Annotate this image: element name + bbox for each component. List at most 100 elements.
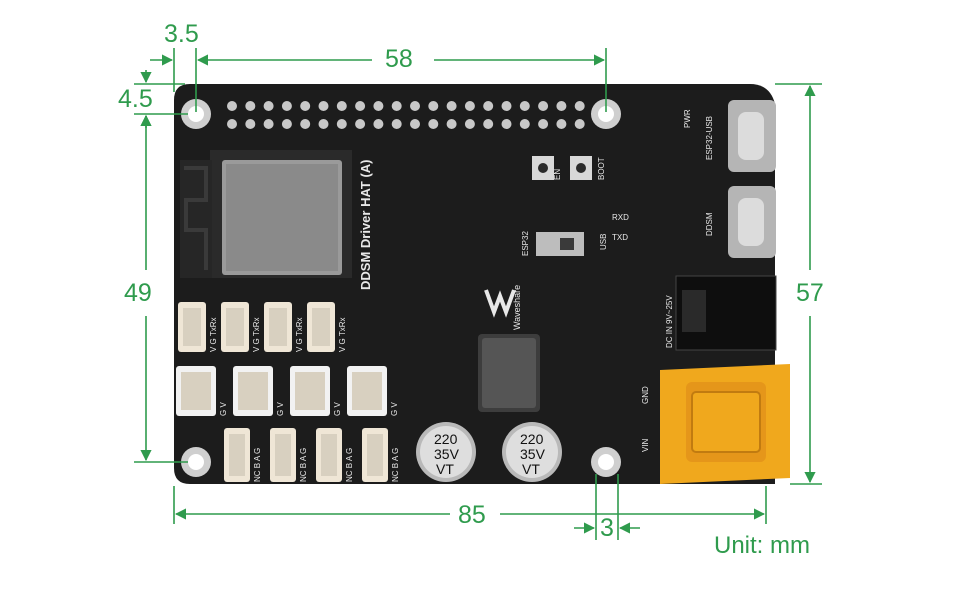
gpio-pin bbox=[227, 119, 237, 129]
esp32-usb-label: ESP32-USB bbox=[705, 116, 714, 160]
gpio-pin bbox=[245, 101, 256, 111]
capacitor-1-line3: VT bbox=[436, 461, 454, 477]
connector-label: V G TxRx bbox=[295, 317, 304, 352]
pcb-board: DDSM Driver HAT (A) Waveshare PWR ESP32-… bbox=[174, 84, 790, 484]
inductor bbox=[478, 334, 540, 412]
capacitor-1-line1: 220 bbox=[434, 431, 458, 447]
esp32-label: ESP32 bbox=[521, 231, 530, 256]
xt60-connector bbox=[660, 364, 790, 484]
connector-row-ncbag: NC B A G NC B A G NC B A G NC B A G bbox=[224, 428, 400, 482]
gpio-pin bbox=[483, 119, 494, 129]
capacitor-2-line3: VT bbox=[522, 461, 540, 477]
gpio-pin bbox=[410, 101, 420, 111]
dim-hole-offset-y: 4.5 bbox=[118, 85, 153, 113]
gpio-pin bbox=[446, 119, 457, 129]
brand-logo: Waveshare bbox=[512, 285, 522, 330]
connector-label: NC B A G bbox=[253, 448, 262, 482]
brand-logo-mark bbox=[484, 289, 516, 318]
gpio-pin bbox=[519, 119, 530, 129]
vin-label: VIN bbox=[641, 438, 650, 452]
gpio-pin bbox=[373, 119, 384, 129]
gpio-pin bbox=[336, 119, 347, 129]
connector-label: V G TxRx bbox=[209, 317, 218, 352]
gpio-pin bbox=[556, 101, 567, 111]
capacitor-2-line2: 35V bbox=[520, 446, 546, 462]
gpio-pin bbox=[355, 101, 366, 111]
connector-label: NC B A G bbox=[299, 448, 308, 482]
gpio-pin bbox=[336, 101, 347, 111]
capacitor-1: 220 35V VT bbox=[416, 422, 476, 482]
gpio-pin bbox=[556, 119, 567, 129]
connector-label: G V bbox=[276, 402, 285, 416]
usb-switch bbox=[536, 232, 584, 256]
capacitor-2: 220 35V VT bbox=[502, 422, 562, 482]
boot-button bbox=[570, 156, 592, 180]
ddsm-label: DDSM bbox=[705, 212, 714, 236]
gpio-pin bbox=[318, 101, 329, 111]
board-title: DDSM Driver HAT (A) bbox=[358, 160, 373, 291]
gpio-pin bbox=[464, 119, 475, 129]
connector-label: G V bbox=[333, 402, 342, 416]
capacitor-1-line2: 35V bbox=[434, 446, 460, 462]
gpio-pin bbox=[300, 119, 311, 129]
gpio-pin bbox=[391, 119, 402, 129]
gpio-pin bbox=[281, 101, 292, 111]
connector-label: G V bbox=[390, 402, 399, 416]
mounting-hole-top-right bbox=[591, 99, 621, 129]
connector-row-vgtxrx: V G TxRx V G TxRx V G TxRx V G TxRx bbox=[178, 302, 347, 352]
boot-label: BOOT bbox=[597, 157, 606, 180]
connector-label: NC B A G bbox=[345, 448, 354, 482]
gpio-pin bbox=[538, 101, 549, 111]
gpio-pin bbox=[519, 101, 530, 111]
gpio-pin bbox=[501, 101, 512, 111]
gpio-pin bbox=[574, 119, 585, 129]
gpio-pin bbox=[538, 119, 549, 129]
connector-label: G V bbox=[219, 402, 228, 416]
gpio-pin bbox=[263, 119, 274, 129]
connector-label: NC B A G bbox=[391, 448, 400, 482]
gpio-header bbox=[227, 101, 585, 129]
en-button bbox=[532, 156, 554, 180]
gpio-pin bbox=[574, 101, 585, 111]
gpio-pin bbox=[428, 119, 439, 129]
capacitor-2-line1: 220 bbox=[520, 431, 544, 447]
gpio-pin bbox=[501, 119, 512, 129]
esp32-module bbox=[180, 150, 352, 278]
dim-board-height: 57 bbox=[796, 279, 824, 307]
dim-hole-spacing-y: 49 bbox=[124, 279, 152, 307]
connector-label: V G TxRx bbox=[338, 317, 347, 352]
rxd-label: RXD bbox=[612, 213, 629, 222]
dim-hole-to-edge: 3 bbox=[600, 514, 614, 542]
gnd-label: GND bbox=[641, 386, 650, 404]
usb-c-port-ddsm bbox=[728, 186, 776, 258]
gpio-pin bbox=[227, 101, 237, 111]
usb-label: USB bbox=[599, 234, 608, 250]
dc-barrel-jack bbox=[675, 275, 777, 351]
gpio-pin bbox=[263, 101, 274, 111]
dimension-lines bbox=[134, 48, 822, 540]
gpio-pin bbox=[410, 119, 420, 129]
dim-hole-offset-x: 3.5 bbox=[164, 20, 199, 48]
mounting-hole-top-left bbox=[181, 99, 211, 129]
gpio-pin bbox=[464, 101, 475, 111]
en-label: EN bbox=[553, 169, 562, 180]
gpio-pin bbox=[300, 101, 311, 111]
gpio-pin bbox=[318, 119, 329, 129]
unit-label: Unit: mm bbox=[714, 532, 810, 559]
dim-board-width: 85 bbox=[458, 501, 486, 529]
gpio-pin bbox=[281, 119, 292, 129]
gpio-pin bbox=[428, 101, 439, 111]
gpio-pin bbox=[355, 119, 366, 129]
mounting-hole-bottom-right bbox=[591, 447, 621, 477]
connector-label: V G TxRx bbox=[252, 317, 261, 352]
gpio-pin bbox=[391, 101, 402, 111]
mounting-hole-bottom-left bbox=[181, 447, 211, 477]
txd-label: TXD bbox=[612, 233, 628, 242]
usb-c-port-esp32 bbox=[728, 100, 776, 172]
gpio-pin bbox=[245, 119, 256, 129]
pwr-label: PWR bbox=[683, 109, 692, 128]
gpio-pin bbox=[483, 101, 494, 111]
gpio-pin bbox=[446, 101, 457, 111]
